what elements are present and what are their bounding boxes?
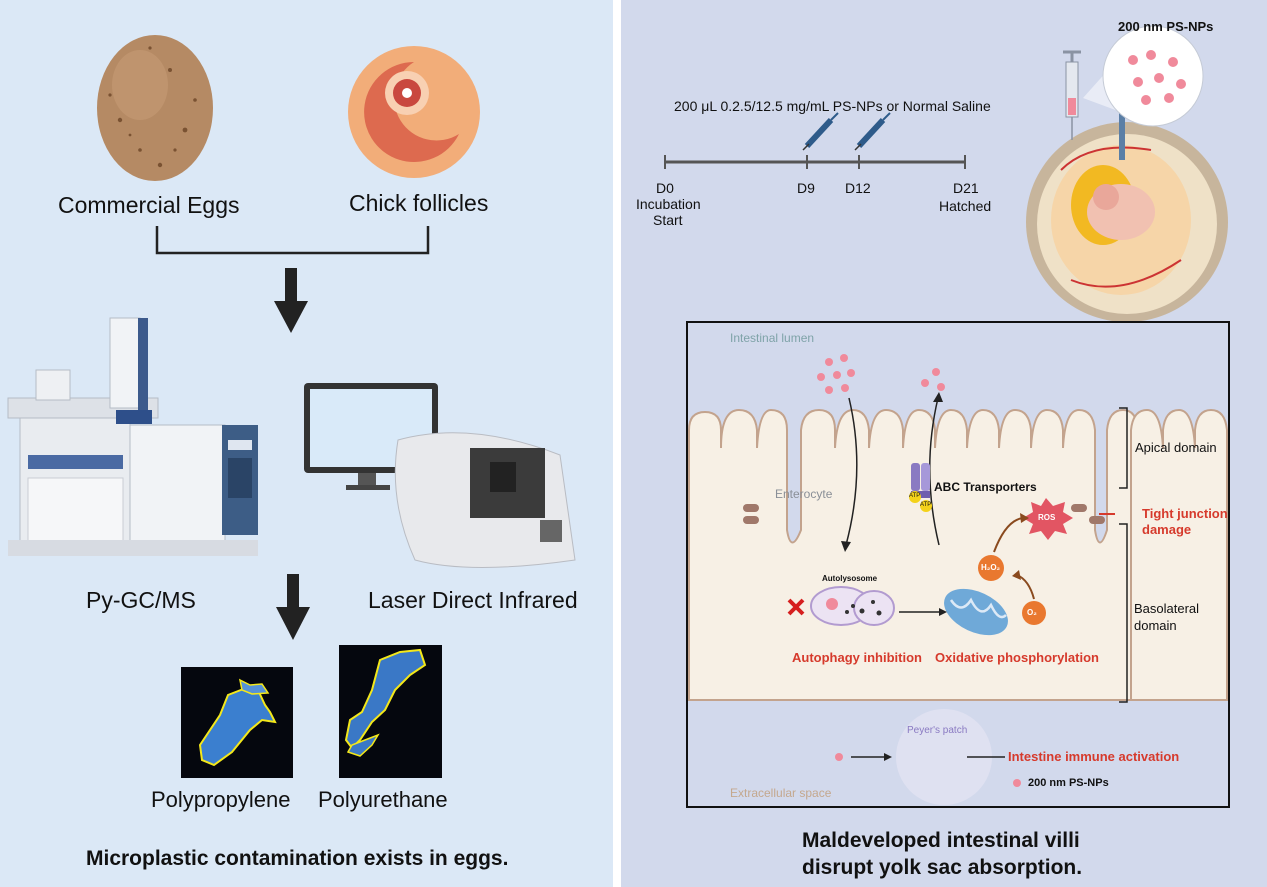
intestinal-lumen-label: Intestinal lumen — [730, 331, 815, 345]
gcms-instrument-icon — [7, 317, 258, 556]
basolateral-label-1: Basolateral — [1134, 601, 1200, 616]
syringe-icon — [802, 112, 839, 151]
bracket-line — [155, 226, 430, 255]
o2-label: O₂ — [1027, 608, 1037, 617]
apical-bracket — [1119, 407, 1128, 489]
timeline-d0-sub1: Incubation — [636, 196, 701, 212]
peyers-patch-label: Peyer's patch — [907, 725, 968, 736]
timeline-d21: D21 — [953, 180, 979, 196]
ldir-instrument-icon — [304, 383, 576, 568]
tight-junction-marker — [1071, 504, 1087, 512]
timeline-d0-sub2: Start — [653, 212, 683, 228]
inhibition-x-icon — [787, 598, 805, 616]
polyurethane-image — [339, 645, 442, 778]
autolysosome-icon — [810, 586, 895, 626]
autophagy-inhibition-label: Autophagy inhibition — [792, 650, 922, 665]
oxidative-phosphorylation-label: Oxidative phosphorylation — [935, 650, 1099, 665]
egg-embryo-icon — [1026, 100, 1228, 322]
polyurethane-label: Polyurethane — [318, 787, 448, 812]
syringe-icon — [854, 112, 891, 151]
atp-label-1: ATP — [909, 493, 921, 499]
basolateral-label-2: domain — [1134, 618, 1177, 633]
ros-starburst — [1023, 498, 1073, 540]
polypropylene-image — [181, 667, 293, 778]
tight-junction-marker — [743, 504, 759, 512]
polypropylene-label: Polypropylene — [151, 787, 291, 812]
ps-nps-title: 200 nm PS-NPs — [1118, 19, 1214, 34]
py-gcms-label: Py-GC/MS — [86, 587, 196, 613]
legend-label: 200 nm PS-NPs — [1028, 777, 1109, 789]
left-panel: Commercial Eggs Chick follicles Py-GC/MS… — [0, 0, 613, 887]
ros-label: ROS — [1038, 513, 1056, 522]
peyers-patch — [896, 709, 992, 805]
injection-syringe-icon — [1063, 50, 1081, 140]
enterocyte-cell — [688, 408, 1138, 701]
left-conclusion: Microplastic contamination exists in egg… — [86, 847, 509, 870]
timeline-d0: D0 — [656, 180, 674, 196]
down-arrow-icon — [276, 574, 310, 640]
autolysosome-label: Autolysosome — [822, 574, 878, 583]
egg-icon — [97, 35, 213, 181]
timeline-d9: D9 — [797, 180, 815, 196]
h2o2-label: H₂O₂ — [981, 563, 1001, 572]
o2-molecule — [1022, 601, 1046, 625]
abc-transporters-label: ABC Transporters — [934, 480, 1037, 494]
mitochondria-icon — [944, 588, 1008, 636]
ldir-label: Laser Direct Infrared — [368, 587, 578, 613]
apical-domain-label: Apical domain — [1135, 440, 1217, 455]
left-illustrations — [7, 35, 576, 778]
right-conclusion-line-2: disrupt yolk sac absorption. — [802, 856, 1083, 879]
dose-label: 200 μL 0.2.5/12.5 mg/mL PS-NPs or Normal… — [674, 98, 991, 114]
abc-transporter-icon — [909, 463, 932, 512]
enterocyte-label: Enterocyte — [775, 487, 833, 501]
commercial-eggs-label: Commercial Eggs — [58, 192, 240, 218]
immune-activation-label: Intestine immune activation — [1008, 749, 1180, 764]
chick-follicles-label: Chick follicles — [349, 190, 489, 216]
uptake-arrow — [845, 397, 858, 546]
follicle-icon — [348, 46, 480, 178]
right-panel: 200 nm PS-NPs 200 μL 0.2.5/12.5 mg/mL PS… — [621, 0, 1267, 887]
right-cell — [1130, 408, 1228, 701]
extracellular-space-label: Extracellular space — [730, 786, 832, 800]
atp-label-2: ATP — [920, 502, 932, 508]
lumen-nanoparticles — [817, 354, 945, 394]
legend-particle — [1013, 779, 1021, 787]
timeline-d12: D12 — [845, 180, 871, 196]
basolateral-bracket — [1119, 523, 1128, 703]
tight-junction-label-2: damage — [1142, 522, 1192, 537]
right-conclusion-line-1: Maldeveloped intestinal villi — [802, 829, 1080, 852]
tight-junction-label-1: Tight junction — [1142, 506, 1228, 521]
h2o2-molecule — [978, 555, 1004, 581]
down-arrow-icon — [274, 268, 308, 333]
timeline-d21-sub: Hatched — [939, 198, 992, 214]
right-illustrations — [664, 25, 1230, 808]
nanoparticle-bubble — [1102, 25, 1204, 127]
